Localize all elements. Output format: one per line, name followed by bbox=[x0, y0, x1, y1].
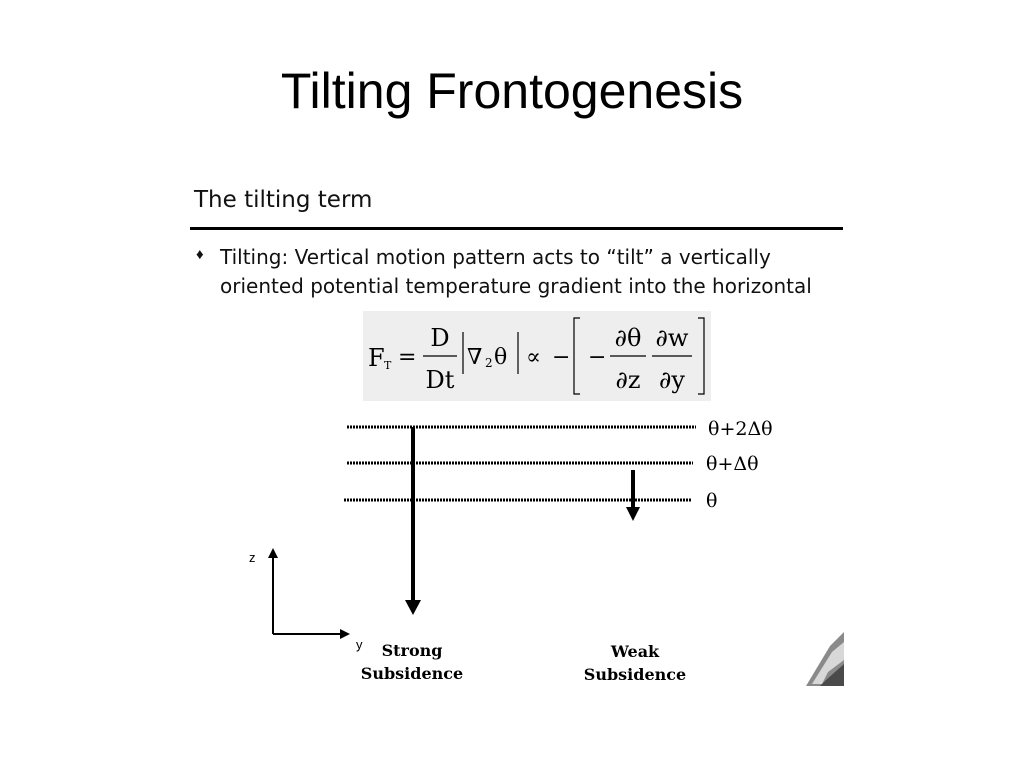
formula-nabla: ∇ bbox=[467, 345, 482, 370]
isentrope-label-middle: θ+Δθ bbox=[706, 453, 759, 475]
formula-minus-outer: − bbox=[552, 345, 570, 370]
formula-bracket-right bbox=[698, 317, 705, 395]
strong-label-line1: Strong bbox=[382, 641, 443, 660]
formula-frac2-denominator: ∂z bbox=[615, 366, 640, 394]
axes bbox=[268, 548, 350, 639]
strong-label-line2: Subsidence bbox=[361, 664, 463, 683]
formula-propto: ∝ bbox=[526, 345, 541, 370]
formula-frac1-numerator: D bbox=[430, 324, 449, 352]
formula-frac2-numerator: ∂θ bbox=[615, 324, 642, 352]
formula-theta: θ bbox=[494, 345, 507, 370]
strong-subsidence-arrow bbox=[405, 427, 421, 615]
isentrope-label-top: θ+2Δθ bbox=[708, 418, 773, 440]
z-axis-label: z bbox=[249, 550, 256, 565]
corner-logo-icon bbox=[806, 632, 844, 686]
formula-bracket-left bbox=[573, 317, 580, 395]
formula-minus-inner: − bbox=[588, 345, 606, 370]
weak-label-line2: Subsidence bbox=[584, 665, 686, 684]
formula-lhs-subscript: T bbox=[384, 359, 392, 372]
weak-subsidence-arrow bbox=[626, 470, 640, 521]
formula-frac3-numerator: ∂w bbox=[656, 324, 689, 352]
formula: F T = D Dt ∇ 2 θ ∝ − − ∂θ ∂z ∂w ∂y bbox=[368, 317, 705, 395]
formula-lhs: F bbox=[368, 344, 385, 372]
y-axis-label: y bbox=[356, 637, 363, 652]
heading-rule bbox=[190, 227, 843, 230]
panel-heading: The tilting term bbox=[194, 187, 373, 213]
formula-nabla-subscript: 2 bbox=[485, 356, 493, 370]
weak-label-line1: Weak bbox=[610, 642, 660, 661]
bullet-text: Tilting: Vertical motion pattern acts to… bbox=[220, 245, 812, 298]
diamond-bullet-icon: ♦ bbox=[196, 246, 204, 263]
isentrope-label-bottom: θ bbox=[706, 490, 717, 512]
formula-frac1-denominator: Dt bbox=[426, 366, 455, 394]
formula-equals: = bbox=[398, 345, 416, 370]
slide-title: Tilting Frontogenesis bbox=[280, 63, 744, 119]
formula-frac3-denominator: ∂y bbox=[659, 366, 685, 394]
